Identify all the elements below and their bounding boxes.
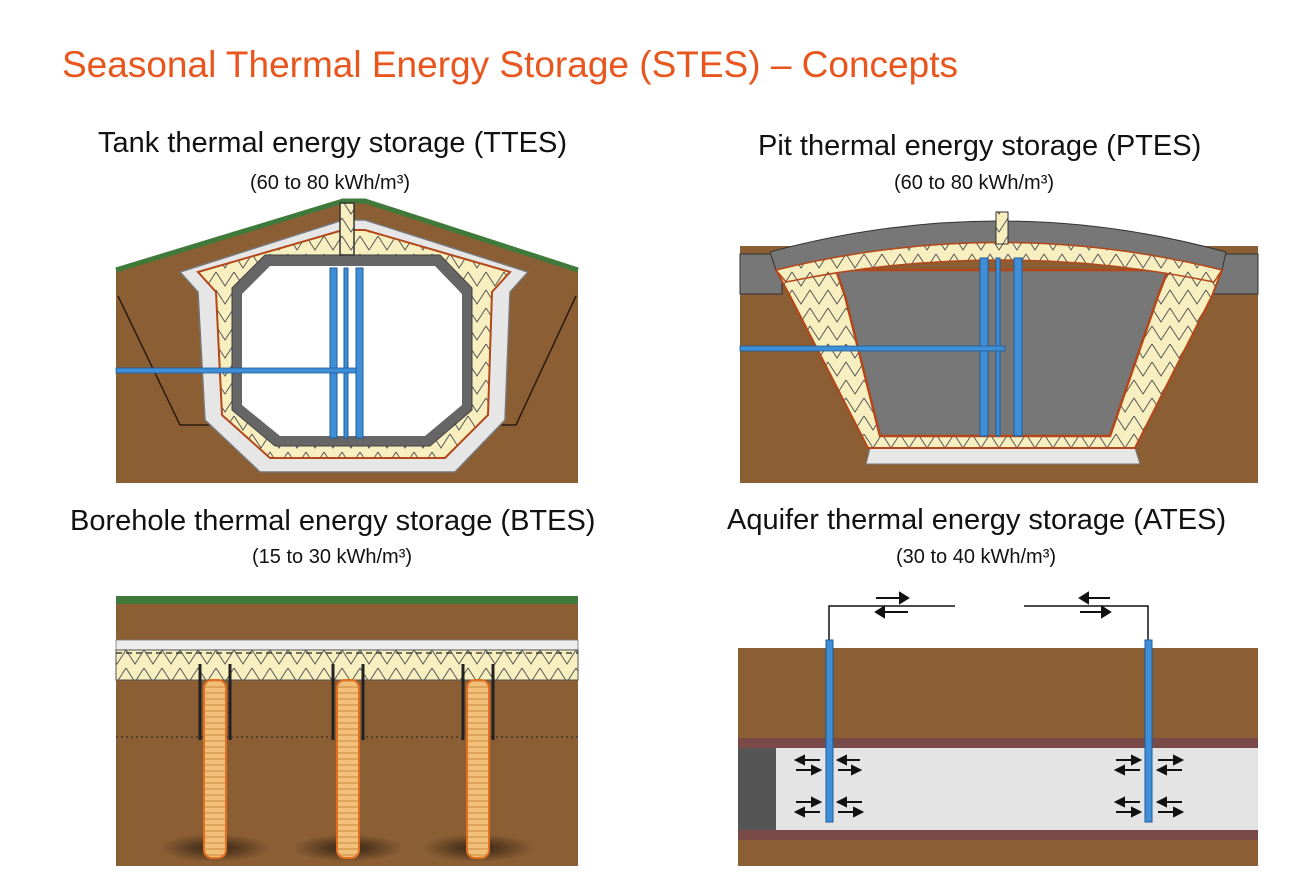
ates-well-right xyxy=(1144,639,1153,823)
ttes-tank-interior xyxy=(242,266,462,436)
btes-diagram xyxy=(115,596,579,866)
ptes-inlet-pipe xyxy=(739,345,1006,352)
slide-title: Seasonal Thermal Energy Storage (STES) –… xyxy=(62,44,958,85)
ptes-title: Pit thermal energy storage (PTES) xyxy=(758,130,1202,162)
btes-borehole-1 xyxy=(160,664,270,862)
ates-flow-arrows-right xyxy=(1078,591,1112,619)
ttes-diffuser-right xyxy=(355,267,364,439)
ptes-bottom-slab xyxy=(865,447,1141,465)
btes-title: Borehole thermal energy storage (BTES) xyxy=(70,505,596,537)
ates-aquitard-bottom xyxy=(738,830,1258,840)
ptes-water xyxy=(834,268,1170,438)
ptes-lid-insulation xyxy=(774,241,1224,283)
ttes-diffuser-left xyxy=(329,267,338,439)
btes-borehole-3 xyxy=(423,664,533,862)
ates-aquifer xyxy=(738,748,1258,830)
ates-title: Aquifer thermal energy storage (ATES) xyxy=(727,504,1227,536)
ates-well-left xyxy=(825,639,834,823)
ttes-inlet-pipe xyxy=(115,367,357,374)
ttes-diagram xyxy=(115,198,579,483)
ates-aquifer-arrows-left xyxy=(793,754,865,818)
ttes-capacity: (60 to 80 kWh/m³) xyxy=(250,172,411,194)
ates-diagram xyxy=(738,591,1258,866)
ttes-diffuser-center xyxy=(343,267,349,439)
btes-borehole-2 xyxy=(293,664,403,862)
ates-aquitard-top xyxy=(738,738,1258,748)
ates-pipe-left xyxy=(828,605,955,640)
ptes-diffuser-right xyxy=(1013,257,1023,437)
ates-flow-arrows-left xyxy=(874,591,910,619)
ptes-vent-stack xyxy=(995,211,1009,245)
ates-aquifer-arrows-right xyxy=(1113,754,1185,818)
ttes-title: Tank thermal energy storage (TTES) xyxy=(98,127,568,159)
btes-insulation xyxy=(115,649,579,681)
ates-pipe-right xyxy=(1024,605,1149,640)
ptes-diagram xyxy=(739,211,1259,483)
ates-capacity: (30 to 40 kWh/m³) xyxy=(896,546,1057,568)
ates-aquifer-edge xyxy=(738,748,776,830)
ttes-grass xyxy=(115,198,579,273)
btes-capacity: (15 to 30 kWh/m³) xyxy=(252,546,413,568)
btes-grass xyxy=(116,596,578,604)
ttes-vent-stack xyxy=(339,202,355,256)
btes-cover-layer xyxy=(115,639,579,651)
ptes-capacity: (60 to 80 kWh/m³) xyxy=(894,172,1055,194)
